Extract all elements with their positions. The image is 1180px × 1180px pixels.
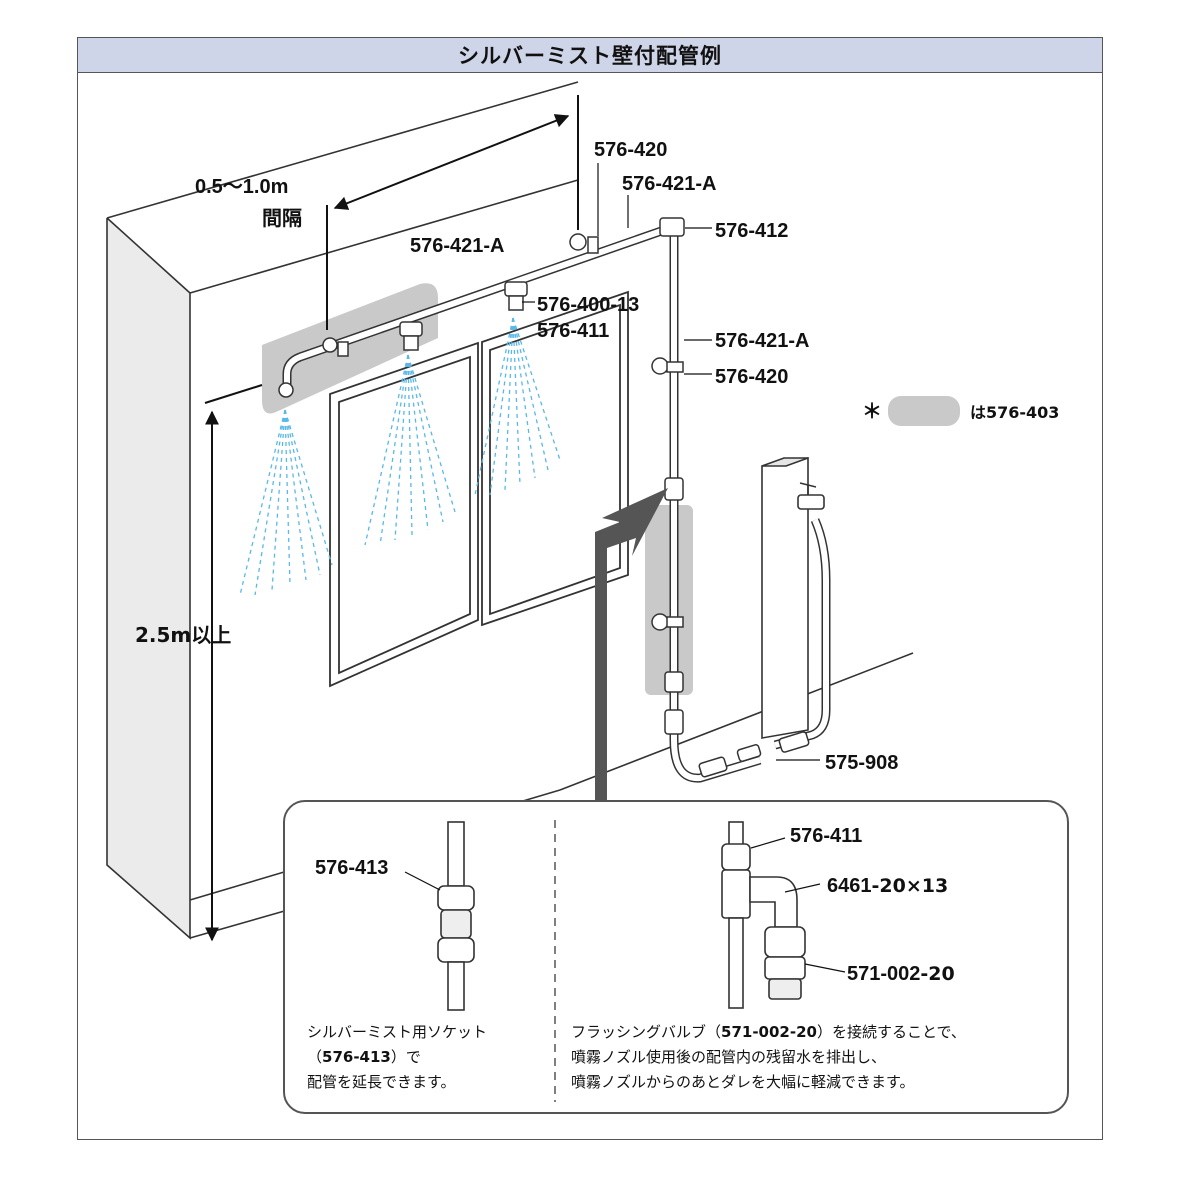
height-value: 2.5m以上 xyxy=(135,623,231,647)
label-576-420-right: 576-420 xyxy=(715,366,788,388)
inset-label-6461: 6461-20×13 xyxy=(827,875,948,897)
label-576-420-top: 576-420 xyxy=(594,139,667,161)
inset-label-576-411: 576-411 xyxy=(790,825,862,847)
flushing-valve-note: フラッシングバルブ（571-002-20）を接続することで、 噴霧ノズル使用後の… xyxy=(571,1020,966,1095)
inset-label-576-413: 576-413 xyxy=(315,857,388,879)
label-576-411: 576-411 xyxy=(537,320,609,342)
hose-to-faucet xyxy=(773,518,831,750)
flushing-note-line3: 噴霧ノズルからのあとダレを大幅に軽減できます。 xyxy=(571,1073,915,1091)
socket-note: シルバーミスト用ソケット （576-413）で 配管を延長できます。 xyxy=(307,1020,487,1095)
window-frames xyxy=(329,290,629,688)
flushing-valve-assembly xyxy=(721,821,806,1009)
label-576-421a-right: 576-421-A xyxy=(715,330,810,352)
label-576-400-13: 576-400-13 xyxy=(537,294,639,316)
spacing-unit-label: 間隔 xyxy=(262,206,302,230)
flushing-note-line2: 噴霧ノズル使用後の配管内の残留水を排出し、 xyxy=(571,1048,887,1066)
horizontal-pipe xyxy=(282,223,672,385)
inset-label-6461-suffix: -20×13 xyxy=(872,875,949,897)
socket-note-line3: 配管を延長できます。 xyxy=(307,1073,456,1091)
detail-inset: 576-413 576-411 6461-20×13 571-002-20 シル… xyxy=(283,800,1069,1114)
legend-asterisk: ＊ xyxy=(862,401,882,423)
highlight-zone-riser xyxy=(645,505,693,695)
detail-inset-drawing: 576-413 576-411 6461-20×13 571-002-20 xyxy=(315,820,955,1102)
label-575-908: 575-908 xyxy=(825,752,898,774)
highlight-zones xyxy=(262,283,693,695)
socket-note-line2: （576-413）で xyxy=(307,1048,421,1066)
inset-label-571-002-20: 571-002-20 xyxy=(847,963,955,985)
leader-lines xyxy=(522,163,820,761)
label-576-412: 576-412 xyxy=(715,220,788,242)
inset-label-6461-code: 6461 xyxy=(827,875,872,897)
inset-label-571-suffix: -20 xyxy=(920,963,954,985)
spacing-value: 0.5〜1.0m xyxy=(195,176,288,198)
label-576-421a-mid: 576-421-A xyxy=(410,235,505,257)
legend-swatch xyxy=(888,396,960,426)
standpipe-faucet xyxy=(761,457,825,739)
label-576-421a-top: 576-421-A xyxy=(622,173,717,195)
pipe-fittings xyxy=(278,217,810,778)
diagram-title: シルバーミスト壁付配管例 xyxy=(78,38,1102,73)
legend-text: は576-403 xyxy=(970,403,1059,422)
flushing-note-line1: フラッシングバルブ（571-002-20）を接続することで、 xyxy=(571,1023,966,1041)
callout-arrow xyxy=(595,488,668,800)
socket-note-line1: シルバーミスト用ソケット xyxy=(307,1023,488,1041)
mist-spray xyxy=(239,317,561,596)
height-dimension xyxy=(204,384,263,942)
socket-576-413 xyxy=(437,821,475,1011)
inset-label-571-code: 571-002 xyxy=(847,963,920,985)
vertical-pipe xyxy=(669,232,762,783)
highlight-zone-nozzles xyxy=(262,283,438,414)
spacing-dimension xyxy=(326,95,579,330)
